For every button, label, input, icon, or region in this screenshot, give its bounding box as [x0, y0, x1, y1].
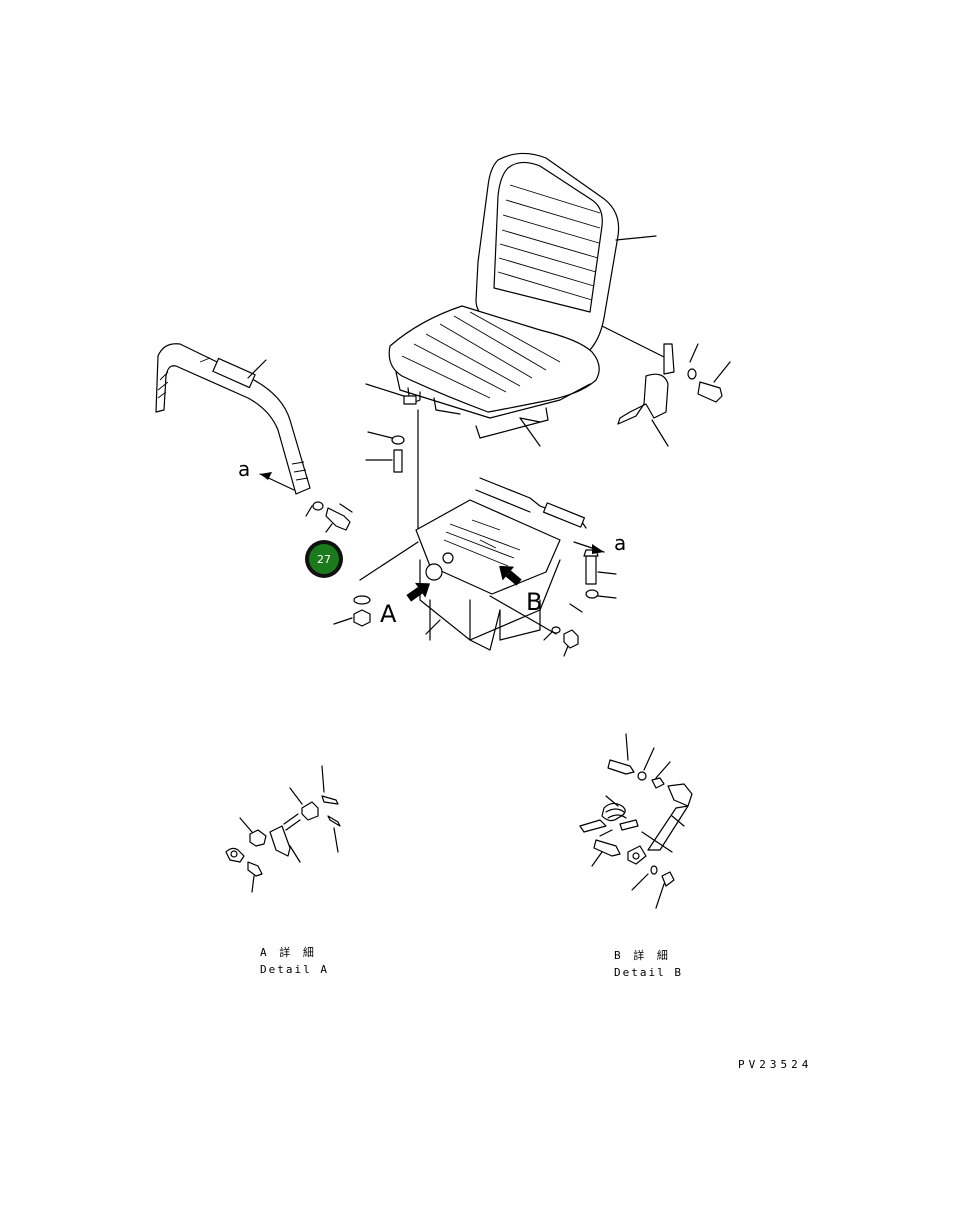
belt-bolt: [305, 501, 353, 533]
view-label-a-right: a: [614, 531, 626, 555]
view-label-B: B: [526, 588, 542, 616]
detail-b-title-en: Detail B: [614, 966, 683, 979]
suspension-base: [359, 409, 587, 651]
seat-backrest: [475, 152, 620, 353]
seat-side-hardware: [365, 383, 417, 473]
callout-number: 27: [317, 553, 331, 566]
detail-b-drawing: [579, 733, 693, 909]
seat-belt: [155, 343, 311, 495]
detail-a-title-jp: A 詳 細: [260, 945, 317, 959]
base-bolt-right: [583, 549, 617, 599]
base-nut-right: [543, 603, 583, 657]
drawing-code: PV23524: [738, 1058, 812, 1071]
adjust-lever: [519, 343, 731, 447]
part-callout-27[interactable]: 27: [305, 540, 343, 578]
seat-cushion: [388, 235, 671, 439]
view-label-a-left: a: [238, 457, 250, 481]
view-label-A: A: [380, 600, 397, 628]
detail-b-title-jp: B 詳 細: [614, 948, 671, 962]
detail-a-title-en: Detail A: [260, 963, 329, 976]
detail-a-drawing: [225, 765, 341, 893]
view-arrows: [259, 472, 605, 602]
base-nut-left: [333, 595, 441, 635]
